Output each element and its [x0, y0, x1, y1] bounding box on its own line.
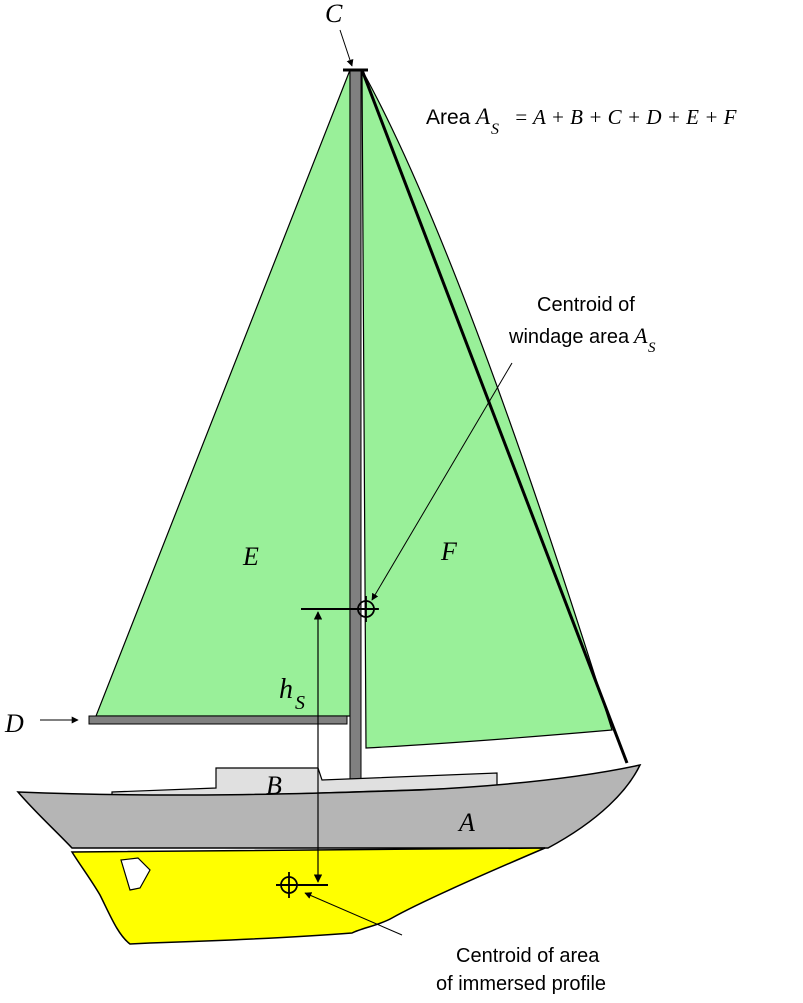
jib-f [361, 69, 613, 749]
mainsail-e [95, 69, 351, 717]
immersed-centroid-arrow [304, 892, 403, 936]
windage-line2-symbol: A [632, 323, 648, 348]
immersed-centroid-marker [276, 872, 302, 898]
label-c: C [325, 0, 343, 28]
immersed-centroid-annotation: Centroid of area of immersed profile [436, 945, 606, 995]
label-f: F [440, 537, 458, 566]
rudder-notch [120, 857, 151, 891]
windage-line1: Centroid of [537, 294, 635, 316]
formula-symbol: A [474, 104, 491, 129]
forestay [360, 69, 629, 764]
formula-rhs: = A + B + C + D + E + F [514, 105, 737, 129]
label-d: D [4, 709, 24, 738]
windage-line2-text: windage area [508, 326, 630, 348]
hull-a [16, 763, 642, 849]
height-label: h S [279, 674, 305, 714]
label-b: B [266, 771, 282, 800]
label-e: E [242, 542, 259, 571]
label-a: A [457, 808, 475, 837]
area-formula: Area A S = A + B + C + D + E + F [426, 104, 737, 138]
height-symbol: h [279, 674, 293, 705]
mast-top-arrow [339, 29, 354, 67]
boom [88, 715, 348, 725]
immersed-line2: of immersed profile [436, 973, 606, 995]
windage-centroid-annotation: Centroid of windage area A S [508, 294, 656, 356]
windage-line2-subscript: S [648, 340, 656, 356]
formula-subscript: S [491, 121, 499, 138]
mast [349, 69, 362, 781]
windage-centroid-arrow [371, 362, 513, 601]
immersed-line1: Centroid of area [456, 945, 600, 967]
windage-centroid-marker [353, 596, 379, 622]
formula-prefix: Area [426, 106, 471, 129]
height-subscript: S [295, 692, 305, 714]
